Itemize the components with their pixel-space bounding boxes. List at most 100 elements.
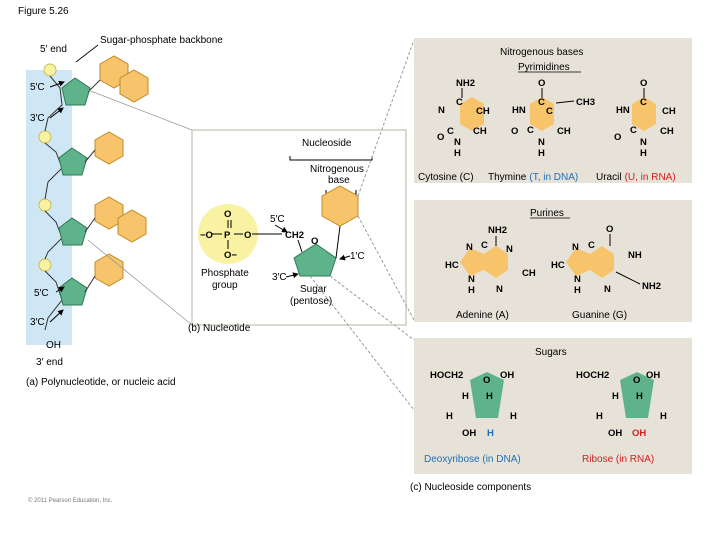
thymine-name: Thymine(T, in DNA) bbox=[488, 172, 578, 183]
atom: CH bbox=[660, 126, 674, 137]
zoom-line bbox=[87, 89, 193, 131]
polynucleotide-panel: 5′ end Sugar-phosphate backbone 5′C 3′C bbox=[26, 35, 223, 388]
atom: H bbox=[510, 411, 517, 422]
cytosine-structure: NH2 N C CH CH O C N H bbox=[437, 78, 490, 159]
bond bbox=[297, 239, 303, 253]
backbone-link bbox=[44, 75, 63, 132]
label-3prime-c: 3′C bbox=[272, 272, 287, 283]
atom: N bbox=[574, 274, 581, 285]
phosphate-p: P bbox=[224, 230, 231, 241]
atom: CH bbox=[473, 126, 487, 137]
label-5prime-c-top: 5′C bbox=[30, 82, 45, 93]
glycosidic-bond bbox=[87, 79, 101, 93]
atom: NH2 bbox=[456, 78, 475, 89]
arrow-5c-top bbox=[49, 80, 65, 88]
base-hexagon bbox=[119, 69, 149, 103]
label-nitrogenous-base-line1: Nitrogenous bbox=[310, 164, 364, 175]
figure-title: Figure 5.26 bbox=[18, 6, 69, 17]
atom-deoxy-h: H bbox=[487, 428, 494, 439]
zoom-line-sugar bbox=[309, 275, 415, 411]
caption-a: (a) Polynucleotide, or nucleic acid bbox=[26, 377, 176, 388]
label-3prime-c-bottom: 3′C bbox=[30, 317, 45, 328]
atom: N bbox=[454, 137, 461, 148]
atom: O bbox=[538, 78, 545, 89]
caption-c: (c) Nucleoside components bbox=[410, 482, 531, 493]
atom: OH bbox=[608, 428, 622, 439]
atom: H bbox=[612, 391, 619, 402]
phosphate-o-bottom: O− bbox=[224, 250, 237, 261]
atom: N bbox=[538, 137, 545, 148]
uracil-ring bbox=[632, 97, 656, 131]
arrow-3c bbox=[285, 272, 299, 279]
atom: H bbox=[640, 148, 647, 159]
bond bbox=[615, 271, 641, 285]
arrow-5c bbox=[274, 224, 288, 233]
atom: NH2 bbox=[488, 225, 507, 236]
zoom-line-sugar bbox=[329, 275, 415, 341]
atom: N bbox=[496, 284, 503, 295]
label-ch2: CH2 bbox=[285, 230, 304, 241]
atom: H bbox=[660, 411, 667, 422]
glycosidic-bond bbox=[84, 217, 96, 233]
backbone-pointer-line bbox=[75, 44, 99, 63]
ribose-pentagon bbox=[620, 372, 654, 418]
atom: HC bbox=[445, 260, 459, 271]
guanine-six-ring bbox=[590, 246, 614, 278]
base-hexagon bbox=[94, 253, 124, 287]
thymine-ring bbox=[530, 97, 554, 131]
atom: H bbox=[596, 411, 603, 422]
label-phosphate-line1: Phosphate bbox=[201, 268, 249, 279]
label-5-end: 5′ end bbox=[40, 44, 67, 55]
label-phosphate-line2: group bbox=[212, 280, 238, 291]
atom: HOCH2 bbox=[576, 370, 609, 381]
atom: H bbox=[468, 285, 475, 296]
sugar-pentagon bbox=[58, 147, 88, 176]
atom: HN bbox=[512, 105, 526, 116]
sugar-pentagon-large bbox=[293, 243, 337, 277]
atom: HC bbox=[551, 260, 565, 271]
atom: OH bbox=[500, 370, 514, 381]
atom: CH bbox=[522, 268, 536, 279]
atom: C bbox=[456, 97, 463, 108]
label-sugar-phosphate-backbone: Sugar-phosphate backbone bbox=[100, 35, 223, 46]
atom: H bbox=[486, 391, 493, 402]
label-3prime-c-top: 3′C bbox=[30, 113, 45, 124]
sugar-pentagon bbox=[58, 277, 88, 306]
deoxyribose-pentagon bbox=[470, 372, 504, 418]
atom: O bbox=[437, 132, 444, 143]
cytosine-ring bbox=[460, 97, 484, 131]
phosphate-o-top: O bbox=[224, 209, 231, 220]
thymine-structure: O HN C CH3 C CH O C N H bbox=[511, 78, 595, 159]
guanine-five-ring bbox=[566, 248, 590, 276]
adenine-five-ring bbox=[460, 248, 484, 276]
atom: O bbox=[614, 132, 621, 143]
label-nitrogenous-base-line2: base bbox=[328, 175, 350, 186]
atom: C bbox=[630, 125, 637, 136]
atom: O bbox=[640, 78, 647, 89]
base-hexagon bbox=[94, 131, 124, 165]
label-1prime-c: 1′C bbox=[350, 251, 365, 262]
atom: H bbox=[462, 391, 469, 402]
ring-o: O bbox=[311, 236, 318, 247]
phosphate-o-right: O bbox=[244, 230, 251, 241]
sugar-pentagon bbox=[58, 217, 88, 246]
label-5prime-c-bottom: 5′C bbox=[34, 288, 49, 299]
atom: C bbox=[481, 240, 488, 251]
atom: C bbox=[640, 97, 647, 108]
atom: CH bbox=[557, 126, 571, 137]
atom: N bbox=[604, 284, 611, 295]
atom: CH3 bbox=[576, 97, 595, 108]
atom: N bbox=[640, 137, 647, 148]
atom: O bbox=[511, 126, 518, 137]
atom: HOCH2 bbox=[430, 370, 463, 381]
label-sugar-line1: Sugar bbox=[300, 284, 327, 295]
title-purines: Purines bbox=[530, 208, 564, 219]
atom: N bbox=[438, 105, 445, 116]
atom: O bbox=[633, 375, 640, 386]
atom: CH bbox=[476, 106, 490, 117]
atom: H bbox=[538, 148, 545, 159]
ribose-name: Ribose (in RNA) bbox=[582, 454, 654, 465]
arrow-3c-bottom bbox=[49, 309, 64, 323]
arrow-3c-top bbox=[49, 107, 64, 119]
atom: H bbox=[636, 391, 643, 402]
